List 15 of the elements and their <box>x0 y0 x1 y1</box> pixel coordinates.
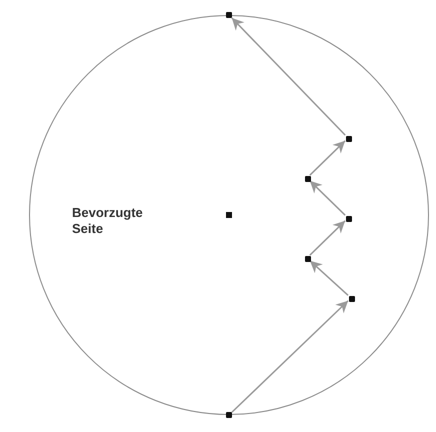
point-marker <box>305 256 311 262</box>
point-marker <box>226 412 232 418</box>
circle-outline <box>29 15 429 415</box>
arrow <box>231 17 346 136</box>
arrow <box>231 300 349 413</box>
side-label: Bevorzugte Seite <box>72 205 144 237</box>
arrow <box>309 220 346 256</box>
point-marker <box>346 136 352 142</box>
arrow <box>309 180 346 216</box>
arrow <box>309 140 346 176</box>
arrow <box>309 260 349 296</box>
point-marker <box>305 176 311 182</box>
point-marker <box>346 216 352 222</box>
point-marker <box>226 12 232 18</box>
point-marker <box>349 296 355 302</box>
